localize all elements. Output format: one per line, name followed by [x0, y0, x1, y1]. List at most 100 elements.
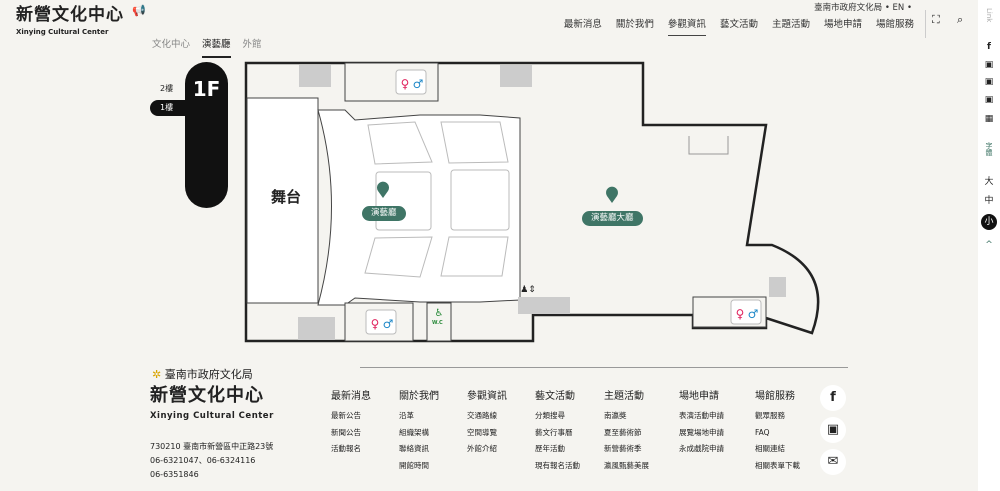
address: 730210 臺南市新營區中正路23號 [150, 442, 274, 451]
stairs [500, 65, 532, 87]
fax: 06-6351846 [150, 470, 199, 479]
email-button[interactable]: ✉ [820, 449, 846, 475]
seat-block [364, 236, 433, 278]
female-icon: ♀ [401, 77, 410, 91]
footer-link[interactable]: 相關表單下載 [755, 460, 800, 470]
seat-block [450, 169, 510, 231]
contact-info: 730210 臺南市新營區中正路23號 06-6321047、06-632411… [150, 440, 273, 482]
current-floor: 1F [192, 77, 221, 101]
footer-link[interactable]: 南瀛獎 [604, 411, 627, 420]
male-icon: ♂ [383, 317, 394, 331]
footer-column-title[interactable]: 關於我們 [399, 391, 439, 402]
footer-link[interactable]: 活動報名 [331, 444, 361, 453]
accessible-room [426, 302, 452, 342]
gov-logo: ✲ 臺南市政府文化局 [152, 368, 253, 381]
floor-plan: ♀♂ ♀♂ ♀♂ ♿ ♟⇕ [244, 61, 820, 343]
footer-column-title[interactable]: 場地申請 [679, 391, 719, 402]
font-small[interactable]: 小 [981, 214, 997, 230]
tab-cultural-center[interactable]: 文化中心 [152, 39, 191, 50]
footer-link[interactable]: 開館時間 [399, 460, 429, 470]
nav-service[interactable]: 場館服務 [875, 19, 914, 30]
search-icon[interactable]: ⌕ [957, 13, 964, 26]
female-icon: ♀ [371, 317, 380, 331]
footer-column: 最新消息最新公告新聞公告活動報名 [331, 390, 371, 458]
nav-visit[interactable]: 參觀資訊 [667, 19, 706, 36]
stairs [769, 277, 786, 297]
facebook-button[interactable]: f [820, 385, 846, 411]
gov-logo-text: 臺南市政府文化局 [164, 368, 253, 381]
line-button[interactable]: ▣ [820, 417, 846, 443]
en-link[interactable]: EN [892, 3, 905, 13]
footer-link[interactable]: 聯絡資訊 [399, 444, 429, 453]
elevator-icon: ♟⇕ [520, 285, 536, 295]
footer-name: 新營文化中心 [150, 385, 264, 406]
divider [925, 10, 926, 38]
map-pin-icon[interactable]: ▣ [984, 95, 994, 105]
phone: 06-6321047、06-6324116 [150, 456, 256, 465]
footer-link[interactable]: 組織架構 [399, 427, 429, 437]
gov-link[interactable]: 臺南市政府文化局 [814, 3, 883, 13]
nav-news[interactable]: 最新消息 [563, 19, 602, 30]
nav-arts[interactable]: 藝文活動 [719, 19, 758, 30]
font-large[interactable]: 大 [984, 177, 994, 187]
pin-hall-lobby[interactable]: 演藝廳大廳 [582, 211, 643, 226]
nav-about[interactable]: 關於我們 [615, 19, 654, 30]
nav-venue[interactable]: 場地申請 [823, 19, 862, 30]
footer-link[interactable]: 表演活動申請 [679, 411, 724, 420]
floor-2-button[interactable]: 2樓 [160, 84, 174, 93]
tab-performance-hall[interactable]: 演藝廳 [202, 39, 231, 58]
side-rail: Link f ▣ ▣ ▣ ▦ 字體 大 中 小 ^ [978, 0, 1000, 491]
search-square-icon[interactable]: ▣ [984, 77, 994, 87]
megaphone-icon[interactable]: 📢 [132, 4, 146, 17]
footer-link[interactable]: FAQ [755, 427, 770, 437]
footer-divider [360, 367, 848, 368]
footer-link[interactable]: 歷年活動 [535, 444, 565, 453]
footer-name-en: Xinying Cultural Center [150, 411, 274, 421]
seat-block [367, 121, 433, 165]
footer-column-title[interactable]: 藝文活動 [535, 391, 575, 402]
footer-link[interactable]: 瀛風甄藝美展 [604, 460, 649, 470]
footer-link[interactable]: 藝文行事曆 [535, 427, 573, 437]
wc-label: W.C [432, 320, 443, 326]
floor-1-button[interactable]: 1樓 [150, 100, 190, 116]
female-icon: ♀ [736, 307, 745, 321]
footer-link[interactable]: 觀眾服務 [755, 411, 785, 420]
footer-link[interactable]: 現有報名活動 [535, 460, 580, 470]
footer-link[interactable]: 新營藝術季 [604, 444, 642, 453]
footer-column: 關於我們沿革組織架構聯絡資訊開館時間 [399, 390, 439, 474]
footer-column-title[interactable]: 最新消息 [331, 391, 371, 402]
footer-link[interactable]: 夏至藝術節 [604, 427, 642, 437]
stage-label: 舞台 [271, 188, 302, 206]
footer-link[interactable]: 沿革 [399, 411, 414, 420]
pin-performance-hall[interactable]: 演藝廳 [362, 206, 406, 221]
footer-column-title[interactable]: 場館服務 [755, 391, 795, 402]
sitemap-icon[interactable]: ⛶ [932, 13, 940, 26]
stairs [299, 65, 331, 87]
back-to-top-icon[interactable]: ^ [985, 240, 993, 250]
line-icon[interactable]: ▣ [984, 60, 994, 70]
floor-selector [185, 62, 228, 208]
font-medium[interactable]: 中 [984, 196, 994, 206]
logo-title[interactable]: 新營文化中心 [16, 5, 124, 25]
footer-link[interactable]: 展覽場地申請 [679, 427, 724, 437]
seat-block [440, 236, 509, 277]
accessible-icon: ♿ [435, 308, 444, 319]
logo-subtitle: Xinying Cultural Center [16, 28, 109, 36]
footer-link[interactable]: 新聞公告 [331, 427, 361, 437]
footer-column-title[interactable]: 主題活動 [604, 391, 644, 402]
footer-link[interactable]: 永成戲院申請 [679, 444, 724, 453]
footer-link[interactable]: 空間導覽 [467, 427, 497, 437]
nav-themes[interactable]: 主題活動 [771, 19, 810, 30]
seat-block [440, 121, 509, 164]
tab-annex[interactable]: 外館 [242, 39, 262, 50]
footer-link[interactable]: 交通路線 [467, 411, 497, 420]
footer-link[interactable]: 分類搜尋 [535, 411, 565, 420]
footer-column: 主題活動南瀛獎夏至藝術節新營藝術季瀛風甄藝美展 [604, 390, 649, 474]
footer-link[interactable]: 最新公告 [331, 411, 361, 420]
footer-column-title[interactable]: 參觀資訊 [467, 391, 507, 402]
calendar-icon[interactable]: ▦ [984, 114, 994, 124]
facebook-icon[interactable]: f [987, 42, 991, 52]
footer-link[interactable]: 外館介紹 [467, 444, 497, 453]
footer-link[interactable]: 相關連結 [755, 444, 785, 453]
footer-column: 藝文活動分類搜尋藝文行事曆歷年活動現有報名活動 [535, 390, 580, 474]
